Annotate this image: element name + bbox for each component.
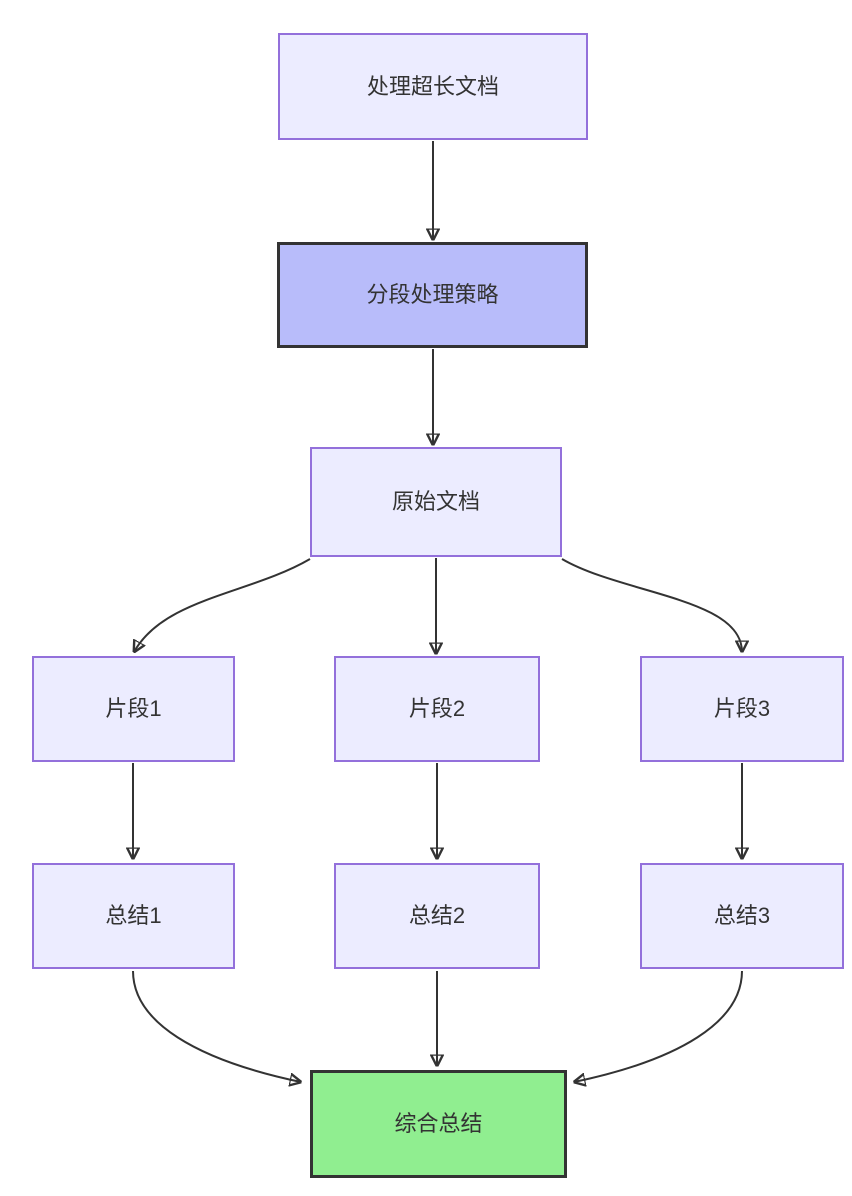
node-segmented-processing-strategy: 分段处理策略 — [277, 242, 588, 348]
edge-c-to-d3 — [561, 558, 742, 652]
node-label: 片段1 — [105, 696, 162, 721]
node-fragment-2: 片段2 — [334, 656, 540, 762]
node-label: 处理超长文档 — [366, 73, 499, 99]
node-process-long-document: 处理超长文档 — [278, 33, 588, 140]
node-summary-3: 总结3 — [640, 863, 844, 969]
node-label: 总结3 — [713, 903, 771, 928]
node-fragment-3: 片段3 — [640, 656, 844, 762]
node-comprehensive-summary: 综合总结 — [310, 1070, 567, 1178]
node-label: 总结1 — [105, 903, 162, 928]
node-label: 片段3 — [713, 696, 771, 721]
edge-c-to-d1 — [134, 558, 311, 652]
node-summary-2: 总结2 — [334, 863, 540, 969]
edge-e3-to-f — [574, 970, 743, 1082]
node-original-document: 原始文档 — [310, 447, 562, 557]
node-summary-1: 总结1 — [32, 863, 235, 969]
node-fragment-1: 片段1 — [32, 656, 235, 762]
node-label: 总结2 — [408, 903, 466, 928]
node-label: 综合总结 — [394, 1111, 483, 1136]
edge-e1-to-f — [132, 970, 301, 1082]
node-label: 原始文档 — [391, 489, 480, 514]
node-label: 分段处理策略 — [366, 282, 499, 307]
node-label: 片段2 — [408, 696, 466, 721]
